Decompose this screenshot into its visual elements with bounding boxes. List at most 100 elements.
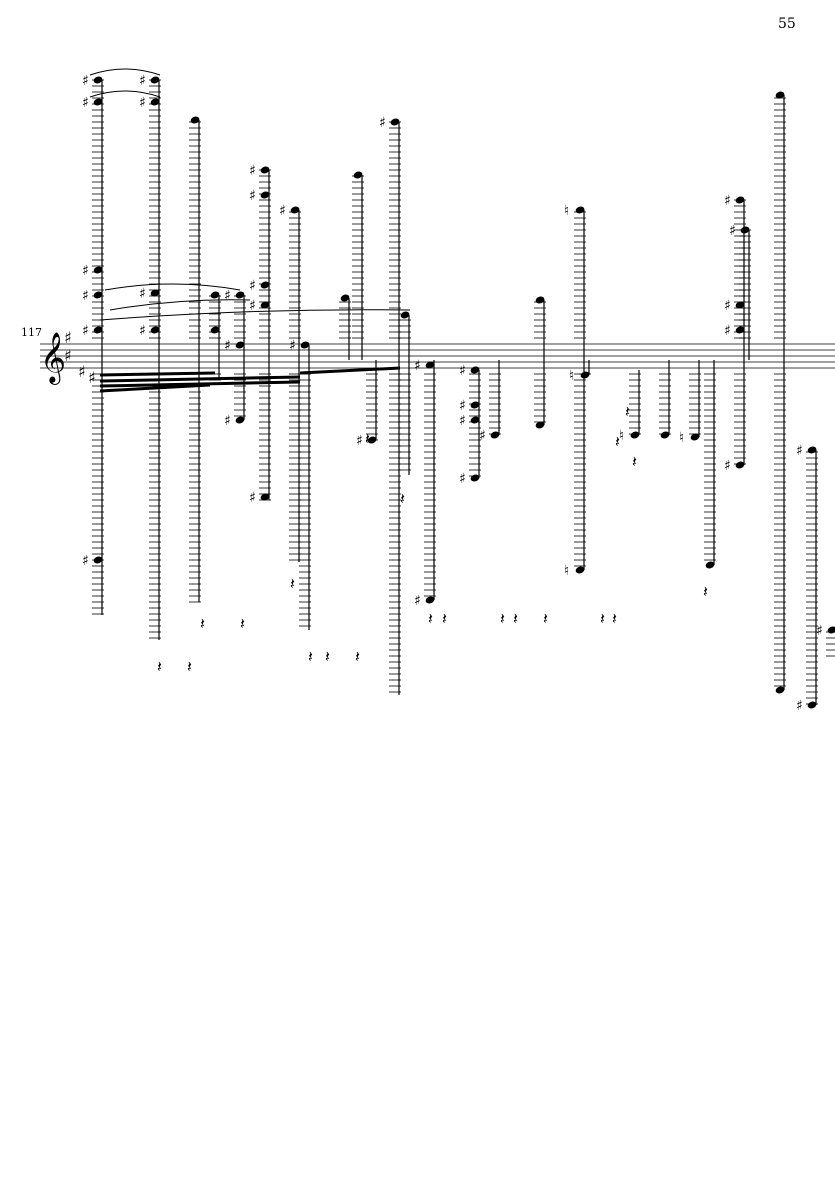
- quarter-rest-icon: 𝄽: [442, 609, 447, 628]
- quarter-rest-icon: 𝄽: [290, 574, 295, 593]
- sharp-icon: ♯: [224, 413, 231, 429]
- note-head: [340, 294, 350, 302]
- tie: [109, 299, 251, 311]
- note-head: [190, 116, 200, 124]
- beam: [99, 375, 301, 383]
- quarter-rest-icon: 𝄽: [615, 432, 620, 451]
- tie: [99, 309, 411, 321]
- sharp-icon: ♯: [78, 362, 86, 381]
- note-head: [150, 326, 160, 334]
- natural-icon: ♮: [564, 203, 569, 219]
- note-head: [425, 596, 435, 604]
- sharp-icon: ♯: [139, 286, 146, 302]
- quarter-rest-icon: 𝄽: [240, 614, 245, 633]
- note-head: [260, 166, 270, 174]
- quarter-rest-icon: 𝄽: [703, 582, 708, 601]
- natural-icon: ♮: [679, 430, 684, 446]
- note-head: [775, 686, 785, 694]
- sharp-icon: ♯: [724, 193, 731, 209]
- sharp-icon: ♯: [796, 698, 803, 714]
- sharp-icon: ♯: [82, 263, 89, 279]
- beam: [299, 366, 401, 375]
- note-head: [93, 556, 103, 564]
- note-head: [807, 701, 817, 709]
- sharp-icon: ♯: [724, 458, 731, 474]
- sharp-icon: ♯: [82, 288, 89, 304]
- sharp-icon: ♯: [139, 95, 146, 111]
- note-head: [93, 98, 103, 106]
- beam: [99, 371, 216, 377]
- note-head: [735, 301, 745, 309]
- note-head: [470, 366, 480, 374]
- natural-icon: ♮: [564, 563, 569, 579]
- note-head: [425, 361, 435, 369]
- quarter-rest-icon: 𝄽: [200, 614, 205, 633]
- note-head: [93, 266, 103, 274]
- note-head: [150, 76, 160, 84]
- sharp-icon: ♯: [249, 298, 256, 314]
- note-head: [740, 226, 750, 234]
- sharp-icon: ♯: [249, 188, 256, 204]
- quarter-rest-icon: 𝄽: [513, 609, 518, 628]
- note-head: [735, 461, 745, 469]
- sharp-icon: ♯: [379, 115, 386, 131]
- note-head: [367, 436, 377, 444]
- sharp-icon: ♯: [82, 323, 89, 339]
- sharp-icon: ♯: [82, 73, 89, 89]
- sharp-icon: ♯: [724, 323, 731, 339]
- note-head: [150, 289, 160, 297]
- sharp-icon: ♯: [224, 288, 231, 304]
- quarter-rest-icon: 𝄽: [632, 452, 637, 471]
- note-head: [260, 493, 270, 501]
- sharp-icon: ♯: [139, 323, 146, 339]
- sharp-icon: ♯: [139, 73, 146, 89]
- sharp-icon: ♯: [459, 398, 466, 414]
- note-head: [93, 76, 103, 84]
- sharp-icon: ♯: [289, 338, 296, 354]
- sharp-icon: ♯: [459, 363, 466, 379]
- sharp-icon: ♯: [82, 95, 89, 111]
- note-head: [235, 291, 245, 299]
- sharp-icon: ♯: [82, 553, 89, 569]
- quarter-rest-icon: 𝄽: [365, 429, 370, 448]
- note-head: [490, 431, 500, 439]
- note-head: [210, 291, 220, 299]
- note-head: [470, 416, 480, 424]
- sharp-icon: ♯: [816, 623, 823, 639]
- sharp-icon: ♯: [249, 163, 256, 179]
- sharp-icon: ♯: [279, 203, 286, 219]
- note-head: [93, 291, 103, 299]
- sharp-icon: ♯: [796, 443, 803, 459]
- note-head: [630, 431, 640, 439]
- note-head: [210, 326, 220, 334]
- quarter-rest-icon: 𝄽: [325, 647, 330, 666]
- note-head: [807, 446, 817, 454]
- note-head: [300, 341, 310, 349]
- measure-number: 117: [21, 326, 42, 339]
- tie: [104, 283, 241, 291]
- note-head: [235, 341, 245, 349]
- note-head: [575, 566, 585, 574]
- sharp-icon: ♯: [356, 433, 363, 449]
- note-head: [260, 301, 270, 309]
- tie: [89, 90, 161, 98]
- quarter-rest-icon: 𝄽: [400, 489, 405, 508]
- sharp-icon: ♯: [249, 490, 256, 506]
- quarter-rest-icon: 𝄽: [500, 609, 505, 628]
- beam: [99, 380, 301, 388]
- sharp-icon: ♯: [724, 298, 731, 314]
- sharp-icon: ♯: [729, 223, 736, 239]
- note-head: [93, 326, 103, 334]
- quarter-rest-icon: 𝄽: [428, 609, 433, 628]
- tie: [89, 68, 161, 76]
- note-head: [470, 474, 480, 482]
- note-head: [390, 118, 400, 126]
- natural-icon: ♮: [569, 368, 574, 384]
- sharp-icon: ♯: [88, 368, 96, 387]
- quarter-rest-icon: 𝄽: [612, 609, 617, 628]
- note-head: [775, 91, 785, 99]
- note-head: [290, 206, 300, 214]
- note-head: [705, 561, 715, 569]
